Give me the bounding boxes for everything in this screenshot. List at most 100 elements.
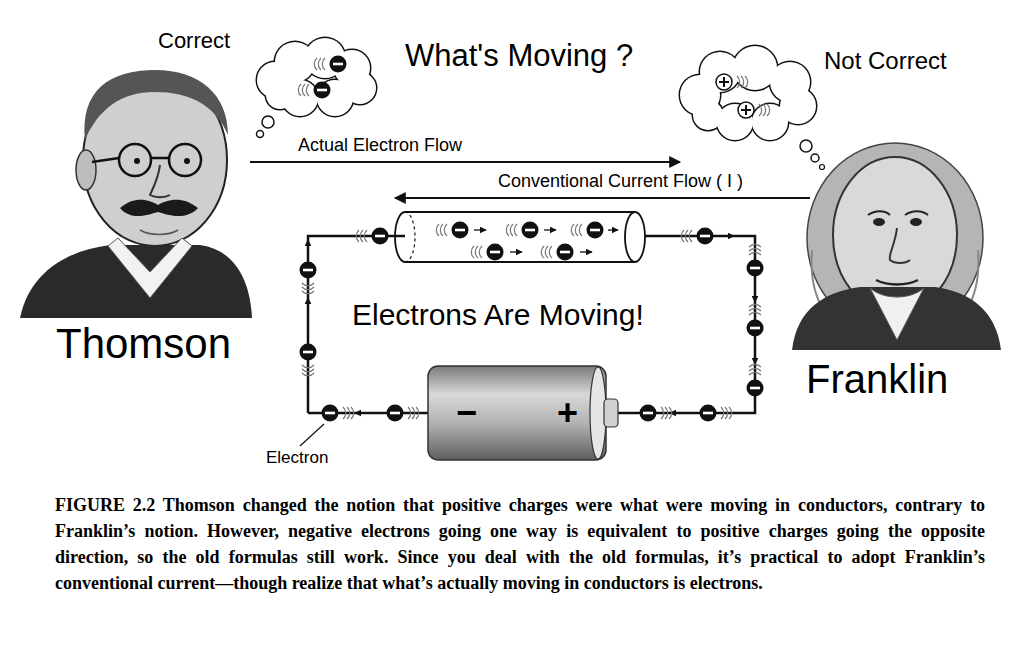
current-flow-arrow <box>395 197 810 199</box>
electron-symbol <box>387 405 404 422</box>
franklin-portrait <box>910 218 922 226</box>
electron-symbol <box>747 244 764 276</box>
conductor-cylinder <box>395 212 645 262</box>
thought-bubble <box>256 37 378 138</box>
electron-symbol <box>471 246 482 258</box>
electron-symbol <box>300 262 317 294</box>
wire-arrow <box>307 298 309 310</box>
electron-symbol <box>571 222 603 239</box>
thought-bubble <box>256 37 378 118</box>
thought-bubble <box>314 58 325 70</box>
thought-bubble <box>693 100 723 130</box>
franklin-portrait <box>792 287 1001 350</box>
thought-bubble <box>679 45 825 170</box>
callout-label: Electron <box>266 448 328 468</box>
conductor-cylinder <box>395 212 405 262</box>
franklin-portrait <box>876 280 918 285</box>
wire-arrow <box>754 290 756 302</box>
thomson-portrait <box>134 158 140 164</box>
electron-symbol <box>681 228 713 245</box>
battery-terminal <box>604 399 618 427</box>
battery-body <box>428 366 606 460</box>
conductor-cylinder <box>474 229 486 230</box>
electron-symbol <box>300 344 317 376</box>
electron-symbol <box>747 380 764 397</box>
negative-terminal-sign: − <box>456 395 477 431</box>
electron-symbol <box>747 260 764 277</box>
electron-symbol <box>747 320 764 337</box>
thought-bubble <box>314 56 346 73</box>
conductor-cylinder <box>608 229 618 230</box>
thomson-portrait <box>108 238 192 298</box>
electron-symbol <box>300 262 317 279</box>
battery: −+ <box>428 366 606 460</box>
conductor-cylinder <box>405 212 415 262</box>
wire-arrow <box>754 352 756 364</box>
electron-symbol <box>436 224 447 236</box>
thought-bubble <box>820 165 825 170</box>
electron-symbol <box>749 364 761 375</box>
thought-bubble <box>738 102 770 118</box>
electron-symbol <box>747 304 764 336</box>
person-name: Franklin <box>806 356 948 402</box>
conductor-cylinder <box>625 212 645 262</box>
electron-flow-arrow <box>250 161 680 163</box>
thought-bubble <box>314 82 331 99</box>
thought-bubble <box>298 82 330 99</box>
electron-symbol <box>749 244 761 255</box>
wire-arrow <box>722 235 734 237</box>
thought-bubble <box>811 154 819 162</box>
arrow-label: Actual Electron Flow <box>298 135 462 156</box>
electron-symbol <box>681 230 692 242</box>
franklin-portrait <box>890 228 910 263</box>
thought-bubble <box>257 131 264 138</box>
leader-line <box>300 424 324 446</box>
thomson-portrait <box>20 245 252 318</box>
conductor-cylinder <box>544 229 556 230</box>
person-name: Thomson <box>56 320 231 368</box>
electron-symbol <box>322 405 339 422</box>
electron-symbol <box>506 224 517 236</box>
conductor-cylinder <box>405 212 635 262</box>
conductor-cylinder <box>580 251 592 252</box>
bubble-label: Correct <box>158 28 230 53</box>
electron-symbol <box>408 407 419 419</box>
thought-bubble <box>800 140 812 152</box>
electron-symbol <box>356 230 367 242</box>
electron-symbol <box>343 407 354 419</box>
thought-bubble <box>738 102 754 118</box>
electron-symbol <box>541 246 552 258</box>
thought-bubble <box>330 56 347 73</box>
electron-symbol <box>522 222 539 239</box>
figure-title: What's Moving ? <box>405 38 633 74</box>
electron-symbol <box>640 405 672 422</box>
thought-bubble <box>262 116 274 128</box>
electron-symbol <box>452 222 469 239</box>
thomson-portrait <box>169 144 201 176</box>
thomson-portrait <box>20 70 252 318</box>
electron-symbol <box>721 407 732 419</box>
electron-symbol <box>557 244 574 261</box>
thomson-portrait <box>150 165 170 197</box>
thought-bubble <box>716 74 748 90</box>
thought-bubble <box>680 46 816 140</box>
thought-bubble <box>737 76 748 88</box>
figure-caption: FIGURE 2.2 Thomson changed the notion th… <box>55 492 985 596</box>
thomson-portrait <box>92 158 169 162</box>
electron-symbol <box>640 405 657 422</box>
electron-symbol <box>697 228 714 245</box>
electron-symbol <box>322 405 354 422</box>
electron-symbol <box>661 407 672 419</box>
electron-symbol <box>300 344 317 361</box>
electron-symbol <box>571 224 582 236</box>
franklin-portrait <box>873 218 885 226</box>
electron-symbol <box>587 222 604 239</box>
electron-symbol <box>387 405 419 422</box>
thought-bubble <box>298 84 309 96</box>
electron-symbol <box>302 283 314 294</box>
bubble-label: Not Correct <box>824 47 947 75</box>
circuit-label: Electrons Are Moving! <box>352 298 644 333</box>
electron-symbol <box>747 364 764 396</box>
electron-symbol <box>471 244 503 261</box>
thomson-portrait <box>120 200 198 216</box>
